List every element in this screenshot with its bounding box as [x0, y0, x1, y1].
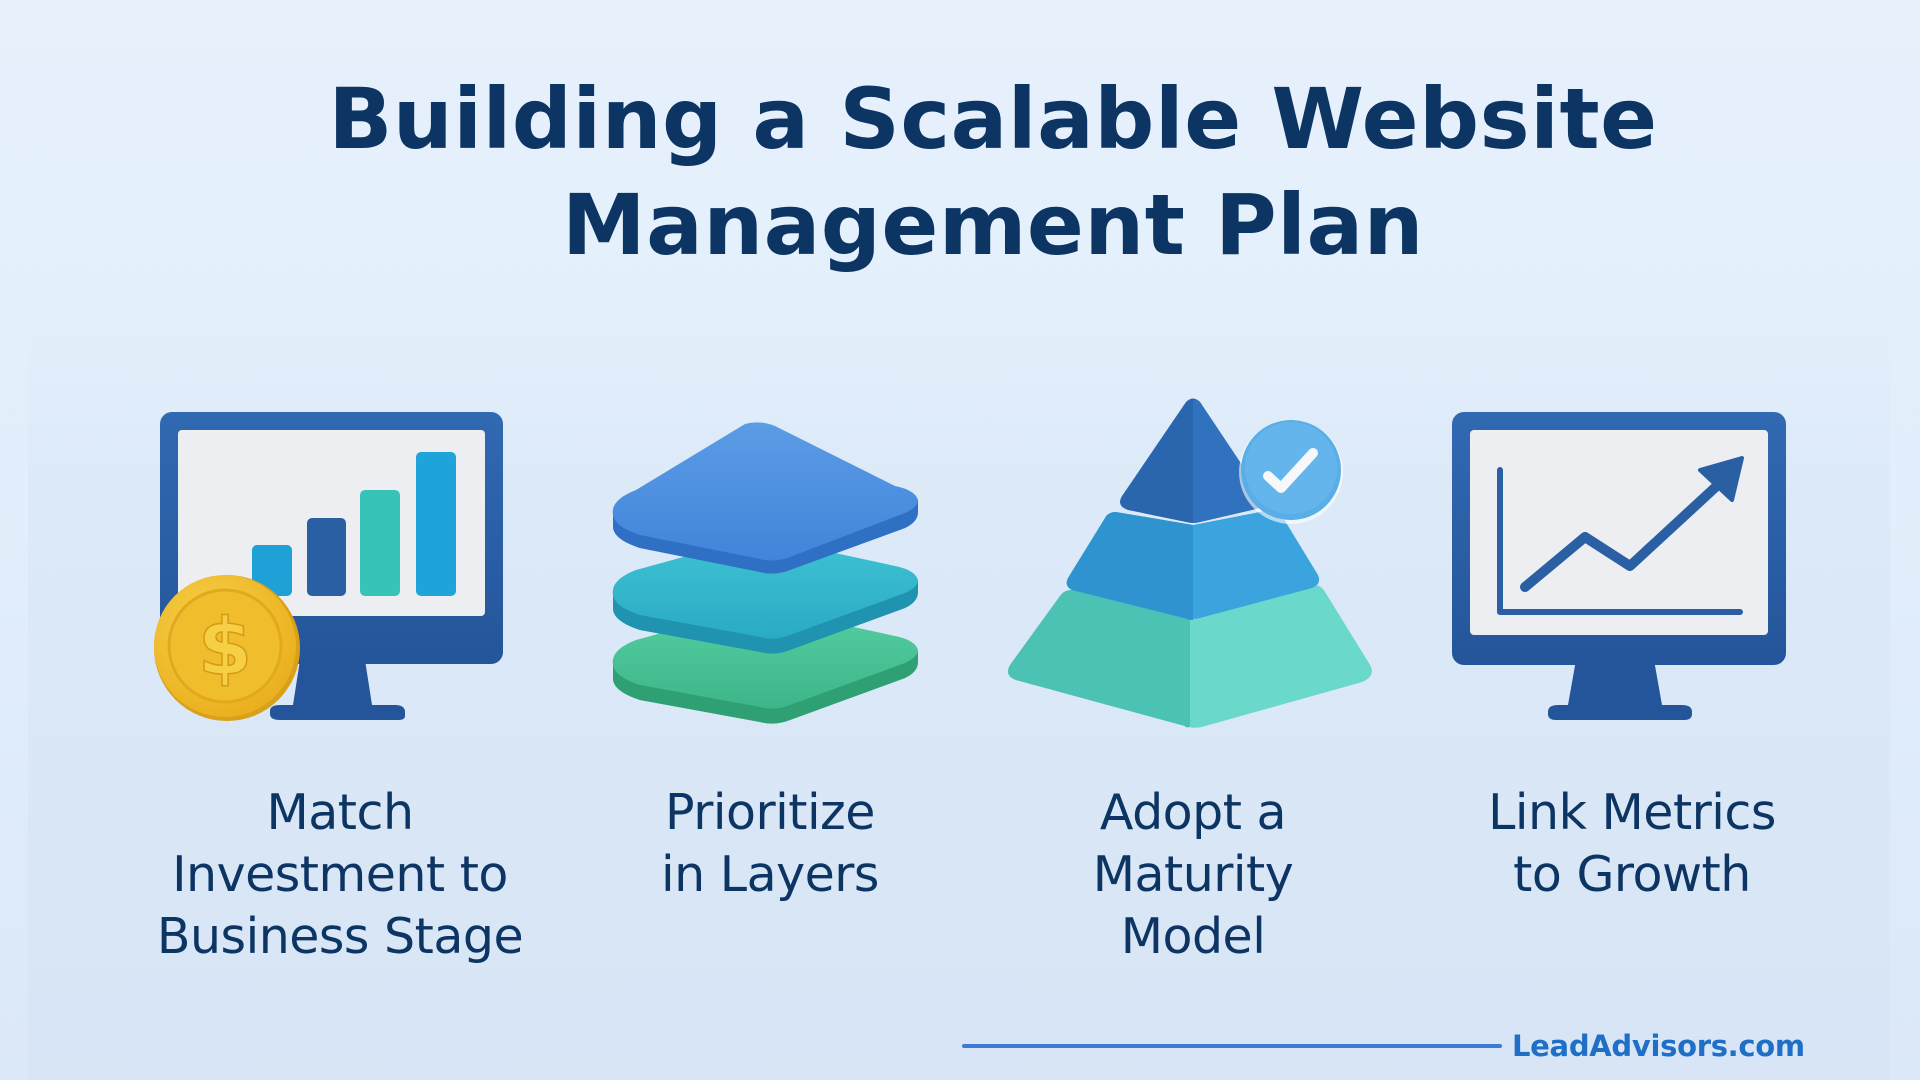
- check-badge-icon: [1239, 420, 1343, 524]
- page-title: Building a Scalable Website Management P…: [0, 66, 1920, 278]
- brand-link[interactable]: LeadAdvisors.com: [1512, 1029, 1805, 1063]
- svg-text:$: $: [198, 603, 252, 693]
- coin-icon: $: [154, 575, 300, 721]
- stacked-layers-icon: [612, 422, 918, 724]
- step-caption-maturity-model: Adopt a Maturity Model: [1092, 784, 1294, 965]
- title-line-1: Building a Scalable Website: [328, 70, 1658, 168]
- monitor-bar-chart-coin-icon: $: [154, 412, 503, 721]
- pyramid-checkmark-icon: [1008, 398, 1372, 728]
- step-caption-prioritize-layers: Prioritize in Layers: [661, 784, 879, 903]
- step-caption-link-metrics: Link Metrics to Growth: [1488, 784, 1776, 903]
- monitor-growth-chart-icon: [1452, 412, 1786, 720]
- step-caption-match-investment: Match Investment to Business Stage: [156, 784, 524, 965]
- title-line-2: Management Plan: [562, 176, 1424, 274]
- footer-divider: [962, 1044, 1502, 1048]
